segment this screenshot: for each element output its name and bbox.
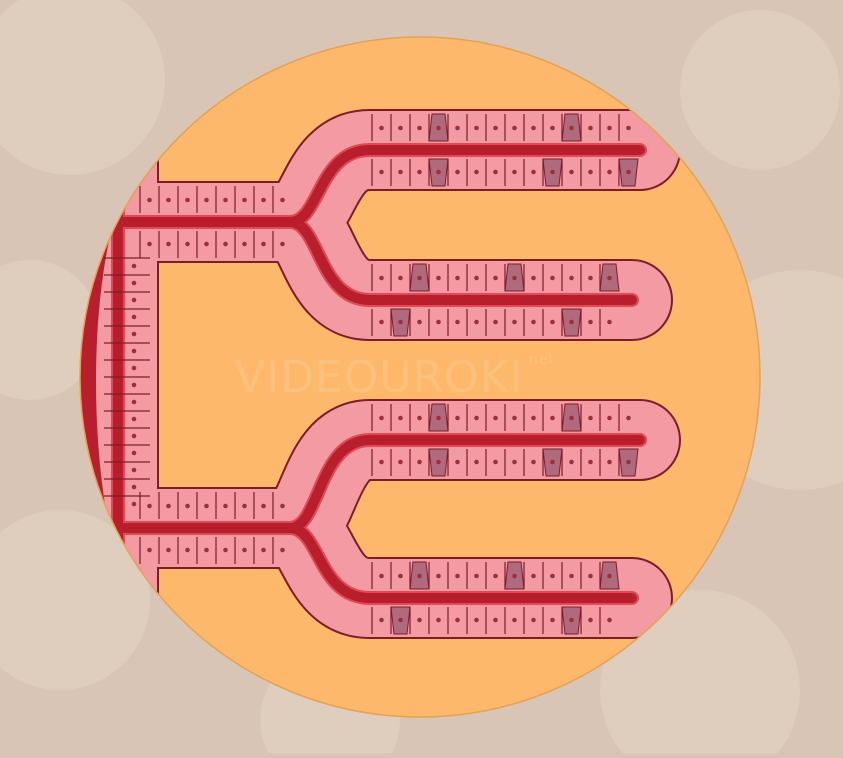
goblet-cell	[543, 159, 562, 186]
goblet-cell	[410, 562, 429, 589]
goblet-cell	[562, 404, 581, 431]
goblet-cell	[543, 449, 562, 476]
goblet-cell	[410, 264, 429, 291]
background-blob	[680, 10, 840, 170]
goblet-cell	[429, 449, 448, 476]
goblet-cell	[505, 264, 524, 291]
goblet-cell	[391, 607, 410, 634]
goblet-cell	[562, 309, 581, 336]
goblet-cell	[562, 114, 581, 141]
goblet-cell	[505, 562, 524, 589]
goblet-cell	[429, 404, 448, 431]
goblet-cell	[562, 607, 581, 634]
goblet-cell	[600, 264, 619, 291]
goblet-cell	[429, 159, 448, 186]
goblet-cell	[391, 309, 410, 336]
goblet-cell	[619, 449, 638, 476]
background-blob	[0, 0, 165, 175]
goblet-cell	[600, 562, 619, 589]
goblet-cell	[429, 114, 448, 141]
goblet-cell	[619, 159, 638, 186]
